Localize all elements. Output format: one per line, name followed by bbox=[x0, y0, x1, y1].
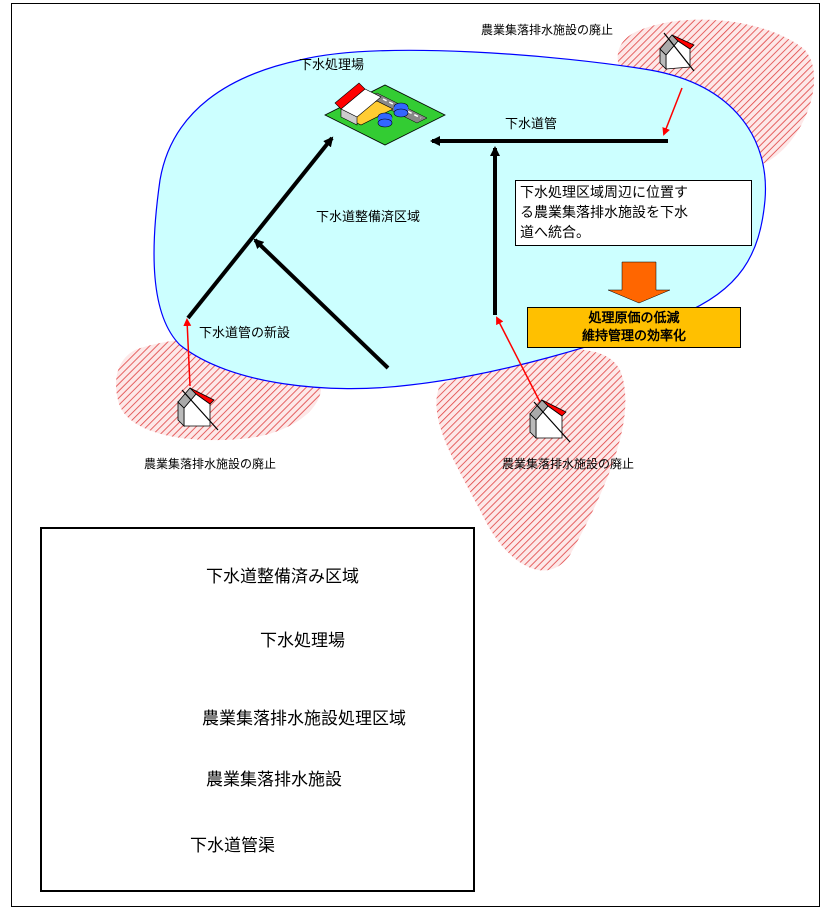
new-sewer-pipe-label: 下水道管の新設 bbox=[199, 326, 291, 341]
result-line-1: 処理原価の低減 bbox=[588, 311, 680, 326]
sewer-pipe-branch-left bbox=[253, 238, 390, 370]
legend-sewer-line-label: 下水道管渠 bbox=[190, 836, 275, 856]
legend-rural-area-label: 農業集落排水施設処理区域 bbox=[202, 709, 406, 729]
result-line-2: 維持管理の効率化 bbox=[581, 329, 686, 344]
legend bbox=[40, 527, 475, 892]
sewered-area bbox=[153, 49, 767, 390]
abolish-label-bottom-left: 農業集落排水施設の廃止 bbox=[144, 457, 277, 471]
integration-note: 下水処理区域周辺に位置す る農業集落排水施設を下水 道へ統合。 bbox=[515, 180, 752, 246]
sewage-plant-label: 下水処理場 bbox=[299, 58, 365, 73]
diagram-frame bbox=[11, 3, 820, 907]
result-arrow bbox=[607, 261, 671, 304]
sewer-pipe-left-trunk bbox=[186, 136, 334, 320]
note-line-3: 道へ統合。 bbox=[520, 225, 590, 241]
connection-bottom-left bbox=[183, 318, 192, 387]
legend-sewered-label: 下水道整備済み区域 bbox=[206, 567, 359, 587]
result-box: 処理原価の低減 維持管理の効率化 bbox=[527, 307, 741, 348]
legend-plant-label: 下水処理場 bbox=[260, 631, 345, 651]
rural-facility-icon-bottom-center bbox=[529, 399, 571, 443]
sewer-pipe-label: 下水道管 bbox=[505, 117, 558, 132]
connection-top-right bbox=[662, 87, 683, 136]
connection-bottom-center bbox=[496, 316, 541, 403]
abolish-label-top-right: 農業集落排水施設の廃止 bbox=[481, 23, 614, 37]
sewage-plant-icon bbox=[324, 82, 446, 146]
sewered-area-label: 下水道整備済区域 bbox=[316, 210, 421, 225]
note-line-2: る農業集落排水施設を下水 bbox=[520, 205, 688, 221]
rural-area-bottom-center bbox=[436, 349, 626, 571]
abolish-label-bottom-center: 農業集落排水施設の廃止 bbox=[502, 457, 635, 471]
note-line-1: 下水処理区域周辺に位置す bbox=[520, 185, 688, 201]
legend-rural-facility-label: 農業集落排水施設 bbox=[206, 770, 342, 790]
rural-facility-icon-bottom-left bbox=[177, 387, 219, 431]
rural-facility-icon-top-right bbox=[659, 32, 695, 72]
